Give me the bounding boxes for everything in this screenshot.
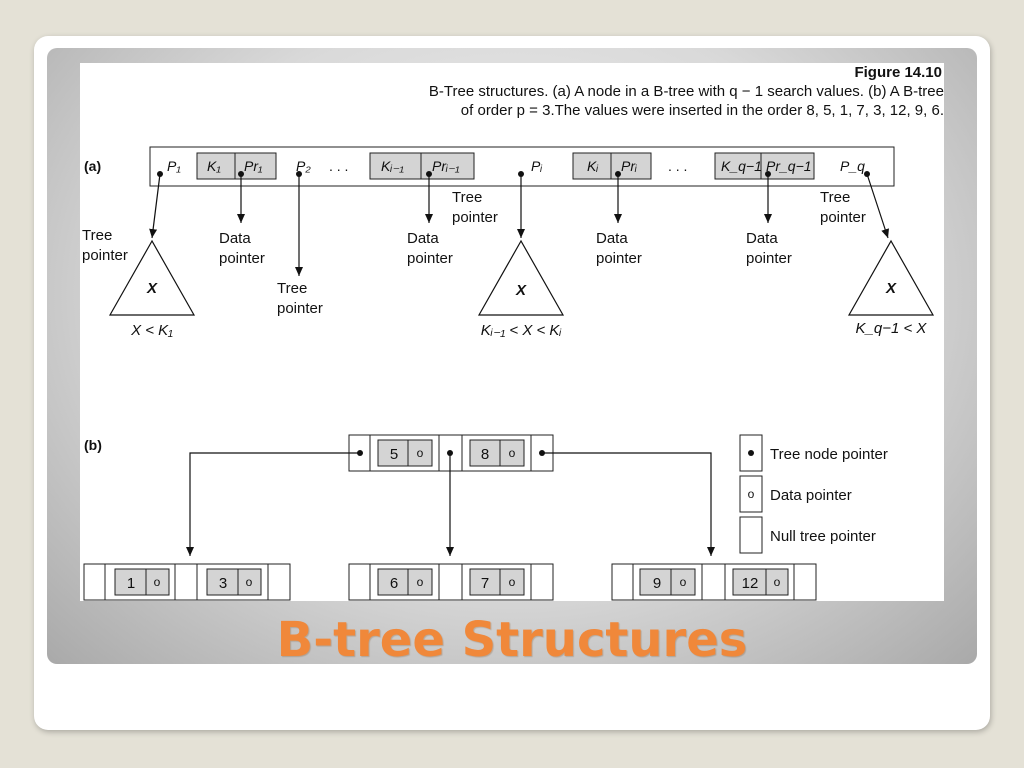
key-box-kq-1 [714,152,815,180]
legend-tree-node-pointer-icon [748,450,754,456]
leaf-node-3 [611,563,817,601]
figure-caption-line1: B-Tree structures. (a) A node in a B-tre… [429,83,944,100]
subtree-condition-3: K_q−1 < X [856,320,928,337]
legend-null-tree-pointer-label: Null tree pointer [770,528,876,545]
legend-tree-node-pointer-label: Tree node pointer [770,446,888,463]
cell-p2: P₂ [296,158,311,174]
arrow-p1 [149,173,161,239]
part-a-label: (a) [84,158,101,174]
cell-p1: P₁ [167,158,181,174]
label-tree-pointer-4a: Tree [820,189,850,206]
label-tree-pointer-3b: pointer [452,209,498,226]
subtree-condition-2: Kᵢ₋₁ < X < Kᵢ [481,322,563,339]
leaf-1-data-pointer-1: o [154,575,161,589]
label-data-pointer-4b: pointer [746,250,792,267]
root-key-5: 5 [390,446,398,463]
arrow-pq [866,173,889,239]
root-data-pointer-1: o [417,446,424,460]
label-tree-pointer-1b: pointer [82,247,128,264]
leaf-3-data-pointer-2: o [774,575,781,589]
leaf-2-data-pointer-1: o [417,575,424,589]
root-key-8: 8 [481,446,489,463]
root-data-pointer-2: o [509,446,516,460]
key-box-k1 [196,152,277,180]
slide-title: B-tree Structures [276,612,748,668]
cell-k1: K₁ [207,158,221,174]
label-tree-pointer-4b: pointer [820,209,866,226]
figure-number: Figure 14.10 [854,64,942,81]
label-data-pointer-3b: pointer [596,250,642,267]
label-tree-pointer-1a: Tree [82,227,112,244]
leaf-3-data-pointer-1: o [680,575,687,589]
subtree-label-3: X [885,280,897,297]
cell-prq-1: Pr_q−1 [766,158,812,174]
cell-pi: Pᵢ [531,158,542,174]
connector-left [186,452,360,556]
label-data-pointer-2a: Data [407,230,439,247]
label-data-pointer-1b: pointer [219,250,265,267]
btree-figure: Figure 14.10 B-Tree structures. (a) A no… [82,64,944,601]
cell-pr1: Pr₁ [244,158,263,174]
cell-ki: Kᵢ [587,158,598,174]
label-data-pointer-4a: Data [746,230,778,247]
leaf-node-1 [83,563,291,601]
leaf-3-key-1: 9 [653,575,661,592]
subtree-triangle-2 [477,239,565,316]
label-tree-pointer-2a: Tree [277,280,307,297]
legend-data-pointer-label: Data pointer [770,487,852,504]
cell-pq: P_q [840,158,865,174]
leaf-2-key-2: 7 [481,575,489,592]
figure-caption-line2: of order p = 3.The values were inserted … [461,102,944,119]
legend-data-pointer-icon: o [748,487,755,501]
cell-kq-1: K_q−1 [721,158,762,174]
part-b-label: (b) [84,437,102,453]
subtree-label-1: X [146,280,158,297]
figure-panel: Figure 14.10 B-Tree structures. (a) A no… [80,63,944,601]
label-tree-pointer-2b: pointer [277,300,323,317]
cell-ki-1: Kᵢ₋₁ [381,158,404,174]
label-data-pointer-2b: pointer [407,250,453,267]
cell-pri: Prᵢ [621,158,637,174]
label-tree-pointer-3a: Tree [452,189,482,206]
cell-dots1: . . . [329,158,348,174]
leaf-1-key-2: 3 [219,575,227,592]
leaf-2-key-1: 6 [390,575,398,592]
subtree-triangle-1 [108,239,196,316]
leaf-1-data-pointer-2: o [246,575,253,589]
key-box-ki [572,152,652,180]
subtree-condition-1: X < K₁ [130,322,173,339]
cell-dots2: . . . [668,158,687,174]
label-data-pointer-1a: Data [219,230,251,247]
key-box-ki-1 [369,152,475,180]
leaf-3-key-2: 12 [742,575,759,592]
connector-right [542,452,715,556]
subtree-label-2: X [515,282,527,299]
leaf-2-data-pointer-2: o [509,575,516,589]
label-data-pointer-3a: Data [596,230,628,247]
cell-pri-1: Prᵢ₋₁ [432,158,460,174]
leaf-node-2 [348,563,554,601]
subtree-triangle-3 [847,239,935,316]
leaf-1-key-1: 1 [127,575,135,592]
